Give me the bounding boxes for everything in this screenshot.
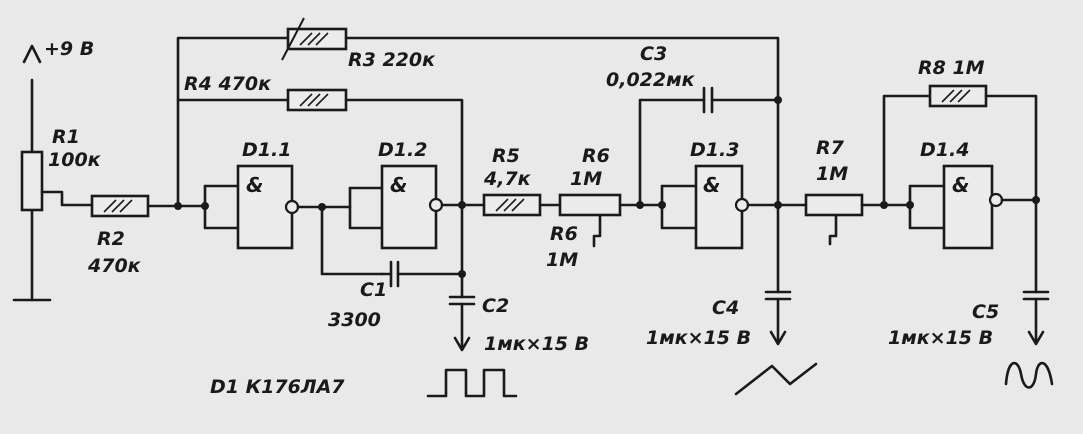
gate-d13-symbol: &: [703, 173, 720, 197]
r6b-value: 1М: [546, 249, 578, 271]
capacitor-c3: [702, 86, 780, 114]
resistor-r5: [482, 193, 562, 217]
r6b-name: R6: [550, 223, 578, 245]
r2-name: R2: [97, 228, 125, 250]
gate-d12-label: D1.2: [378, 139, 427, 161]
gate-d11: &: [236, 164, 300, 250]
r7-name: R7: [816, 137, 845, 159]
c3-name: C3: [640, 43, 667, 65]
gate-d13: &: [694, 164, 750, 250]
r3-label: R3 220к: [348, 49, 436, 71]
resistor-r8: [928, 84, 1038, 202]
gate-d11-symbol: &: [246, 173, 263, 197]
c1-name: C1: [360, 279, 387, 301]
resistor-r3: [281, 17, 780, 207]
c2-name: C2: [482, 295, 509, 317]
sine-wave-icon: [1004, 361, 1054, 389]
capacitor-c2: [448, 272, 476, 352]
gate-d14-label: D1.4: [920, 139, 969, 161]
capacitor-c5: [1022, 290, 1050, 346]
r6-name: R6: [582, 145, 610, 167]
c3-value: 0,022мк: [606, 69, 696, 91]
r6-value: 1М: [570, 168, 602, 190]
c1-value: 3300: [328, 309, 381, 331]
square-wave-icon: [426, 368, 518, 398]
gate-d12-symbol: &: [390, 173, 407, 197]
c5-name: C5: [972, 301, 999, 323]
gate-d14: &: [942, 164, 1004, 250]
c5-value: 1мк×15 В: [888, 327, 993, 349]
c4-name: C4: [712, 297, 739, 319]
gate-d11-label: D1.1: [242, 139, 291, 161]
c4-value: 1мк×15 В: [646, 327, 751, 349]
c2-value: 1мк×15 В: [484, 333, 589, 355]
r2-value: 470к: [87, 255, 142, 277]
resistor-r4: [286, 88, 464, 207]
capacitor-c4: [764, 290, 792, 346]
supply-rail: [12, 44, 52, 302]
resistor-r7: [804, 193, 912, 246]
r5-value: 4,7к: [483, 168, 532, 190]
resistor-r2: [90, 194, 180, 218]
gate-d13-label: D1.3: [690, 139, 739, 161]
triangle-wave-icon: [734, 362, 818, 396]
chip-label: D1 К176ЛА7: [210, 376, 345, 398]
gate-d14-symbol: &: [952, 173, 969, 197]
r1-value: 100к: [48, 149, 102, 171]
resistor-r1: [20, 150, 94, 212]
r5-name: R5: [492, 145, 520, 167]
r1-name: R1: [52, 126, 80, 148]
gate-d12: &: [380, 164, 444, 250]
r4-label: R4 470к: [184, 73, 272, 95]
r7-value: 1М: [816, 163, 848, 185]
resistor-r6: [558, 193, 666, 248]
r8-label: R8 1М: [918, 57, 985, 79]
supply-label: +9 В: [44, 38, 94, 60]
capacitor-c1: [380, 260, 464, 288]
